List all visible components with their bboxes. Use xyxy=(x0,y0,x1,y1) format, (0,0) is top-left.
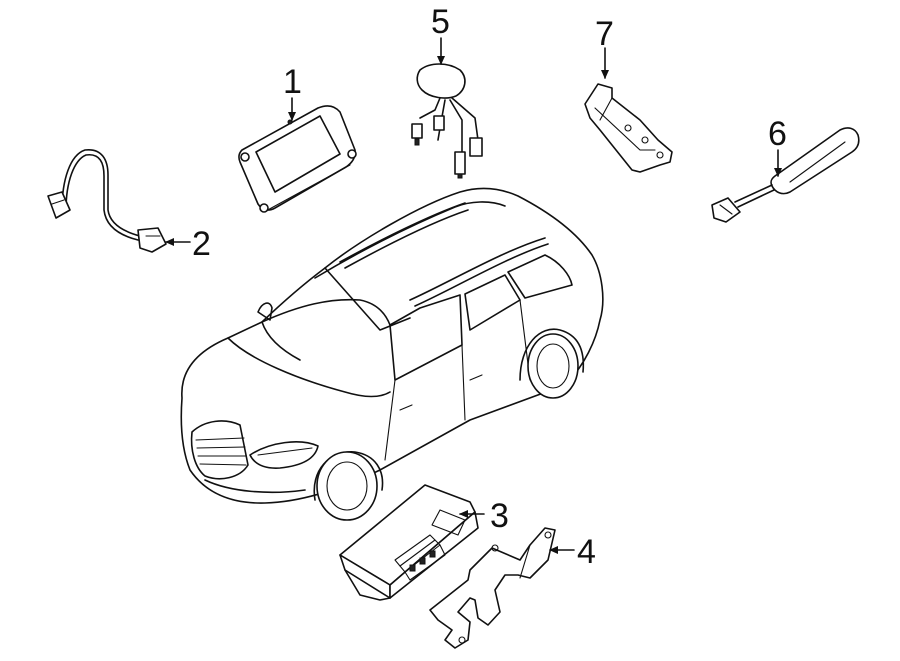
part-6-antenna-module xyxy=(711,127,860,223)
callout-7-label: 7 xyxy=(595,15,614,53)
callout-4-label: 4 xyxy=(577,533,596,571)
part-3-control-module xyxy=(339,484,479,601)
callout-labels: 1 2 3 4 5 6 7 xyxy=(192,3,787,571)
callout-5-label: 5 xyxy=(431,3,450,41)
part-7-module-bracket xyxy=(584,83,673,173)
callout-2-label: 2 xyxy=(192,225,211,263)
callout-arrows xyxy=(165,37,782,554)
callout-6-label: 6 xyxy=(768,115,787,153)
part-4-mounting-bracket xyxy=(429,527,556,649)
callout-1-label: 1 xyxy=(283,63,302,101)
part-2-sensor-harness xyxy=(47,149,167,253)
callout-3-label: 3 xyxy=(490,497,509,535)
part-5-roof-antenna xyxy=(411,63,483,179)
part-1-display-unit xyxy=(238,105,357,213)
vehicle-illustration xyxy=(180,187,604,521)
